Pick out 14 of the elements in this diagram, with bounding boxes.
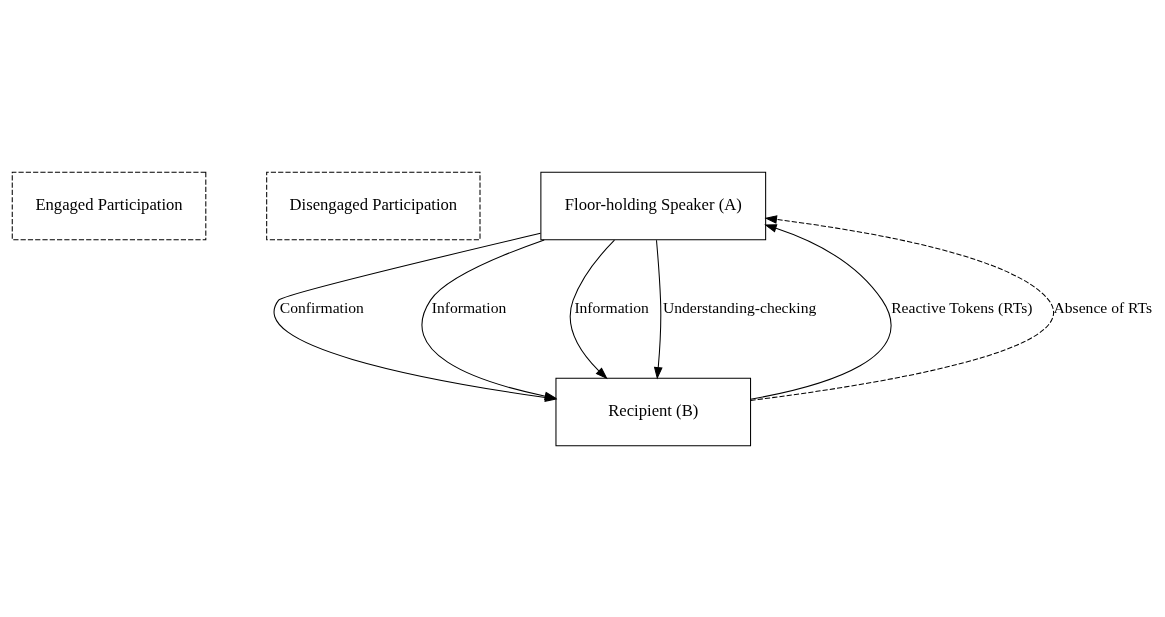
arrow (750, 223, 892, 400)
node-box: Engaged Participation (11, 171, 207, 240)
edge-label: Information (574, 298, 649, 316)
edge-label: Reactive Tokens (RTs) (891, 298, 1033, 316)
edge-label: Absence of RTs (1053, 298, 1153, 316)
edge-label: Confirmation (279, 298, 364, 316)
arrow (569, 239, 615, 379)
edge-label: Information (431, 298, 507, 316)
arrow (653, 239, 663, 380)
arrow (750, 214, 1055, 401)
edge-label: Understanding-checking (662, 298, 817, 316)
node-box: Disengaged Participation (266, 171, 481, 240)
node-box: Floor-holding Speaker (A) (540, 171, 767, 240)
node-box: Recipient (B) (555, 377, 752, 446)
